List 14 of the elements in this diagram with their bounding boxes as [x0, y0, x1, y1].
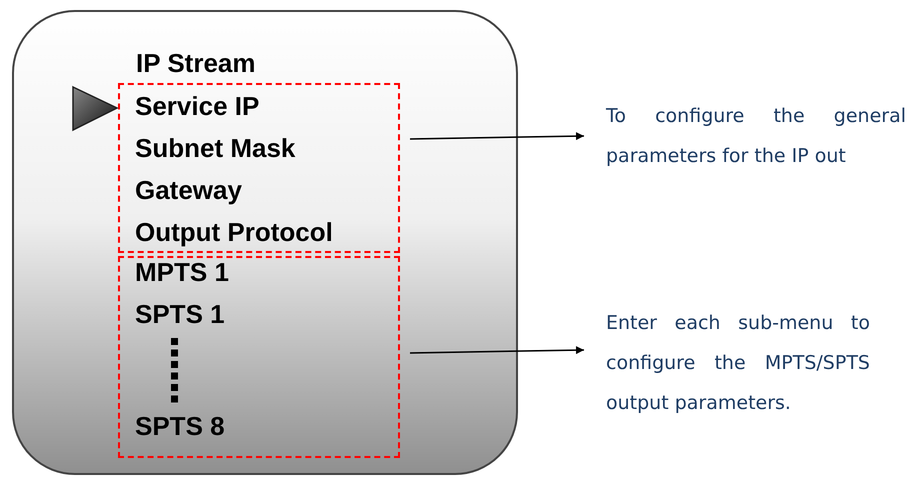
- description-text: Enter each sub-menu to configure the MPTS/SPTS output parameters.: [606, 311, 870, 416]
- menu-item: SPTS 8: [135, 411, 225, 441]
- menu-item: Gateway: [135, 175, 242, 205]
- arrow: [410, 346, 584, 354]
- menu-item: Service IP: [135, 91, 260, 121]
- menu-panel: [12, 10, 518, 475]
- menu-item: Subnet Mask: [135, 133, 296, 163]
- menu-item: MPTS 1: [135, 257, 229, 287]
- menu-item: SPTS 1: [135, 299, 225, 329]
- description-text: To configure the general parameters for the IP out: [606, 104, 906, 169]
- menu-item: Output Protocol: [135, 217, 333, 247]
- menu-title: IP Stream: [136, 48, 256, 78]
- dashed-group-box: [118, 83, 400, 253]
- arrow: [410, 132, 584, 140]
